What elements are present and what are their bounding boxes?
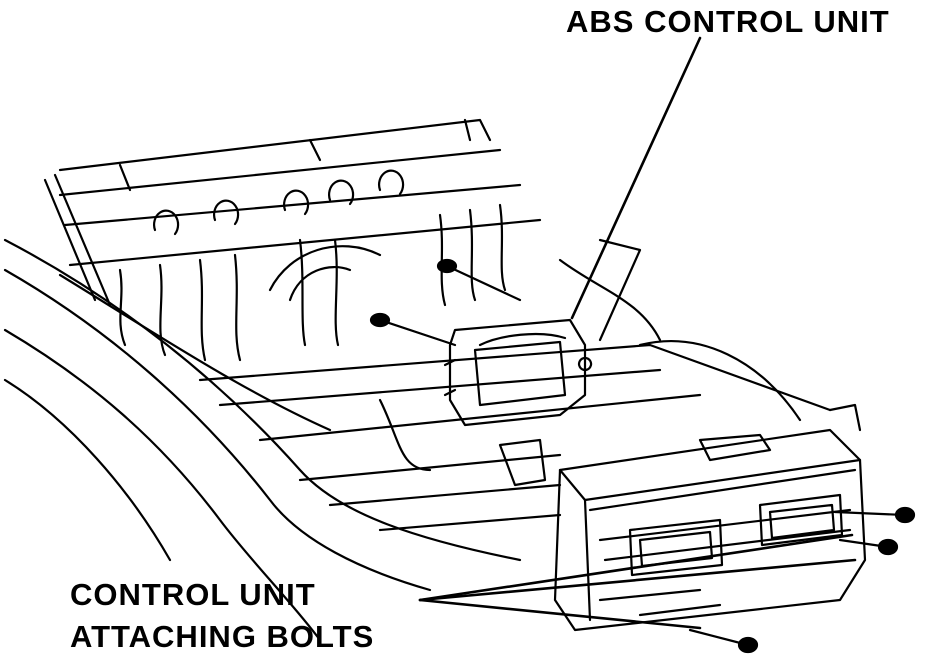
upper-bolt-lines	[380, 266, 520, 345]
abs-control-unit-label: ABS CONTROL UNIT	[566, 4, 890, 39]
body-panel-curves	[5, 240, 520, 640]
attaching-bolts-label-line1: CONTROL UNIT	[70, 577, 316, 612]
leader-abs-control-unit	[572, 38, 700, 318]
large-control-unit-drawing	[555, 405, 865, 630]
lower-bolts	[739, 508, 914, 652]
floor-tray-lines	[200, 240, 830, 530]
attaching-bolts-label: CONTROL UNIT ATTACHING BOLTS	[70, 574, 374, 658]
firewall-structure	[45, 120, 540, 360]
leader-bolt-3	[420, 600, 700, 628]
leader-bolt-2	[420, 560, 855, 600]
lower-bolt-lines	[690, 512, 905, 645]
leader-bolt-1	[420, 535, 852, 600]
leader-lines	[420, 38, 855, 628]
attaching-bolts-label-line2: ATTACHING BOLTS	[70, 619, 375, 654]
abs-control-unit-drawing	[445, 320, 591, 485]
